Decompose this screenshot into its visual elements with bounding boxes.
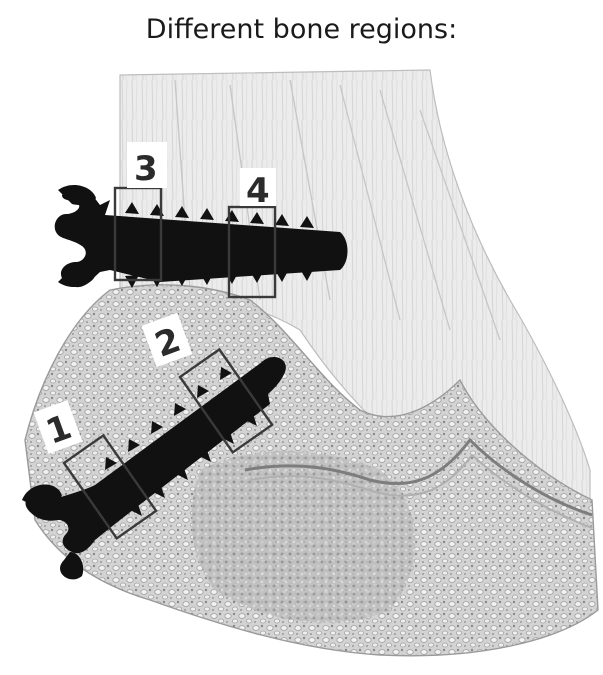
- region-label-3: 3: [134, 149, 158, 189]
- region-label-4: 4: [246, 171, 270, 211]
